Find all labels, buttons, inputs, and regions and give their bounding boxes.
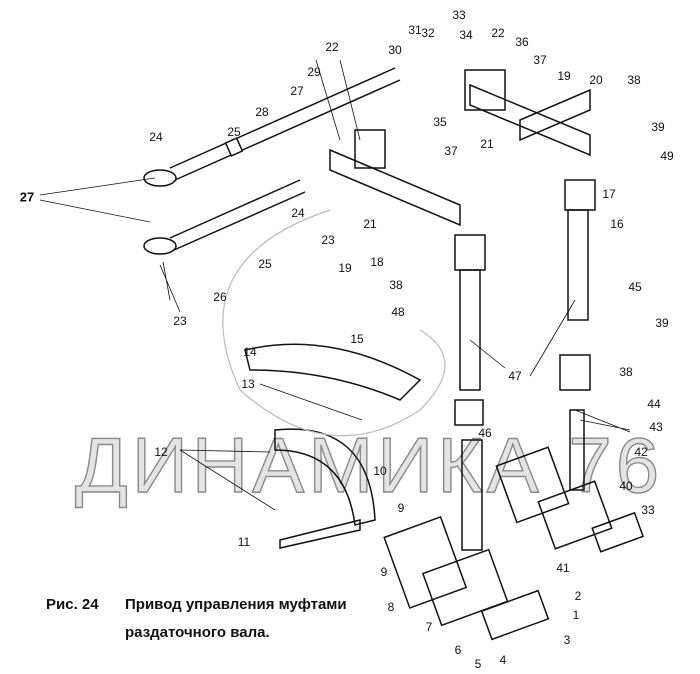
part-label: 38 bbox=[389, 278, 403, 292]
caption-line-2: раздаточного вала. bbox=[125, 624, 270, 641]
part-label: 19 bbox=[338, 261, 352, 275]
part-label: 39 bbox=[655, 316, 669, 330]
part-label: 15 bbox=[350, 332, 364, 346]
part-label: 22 bbox=[491, 26, 505, 40]
part-label: 34 bbox=[459, 28, 473, 42]
part-label: 39 bbox=[651, 120, 665, 134]
part-label: 1 bbox=[572, 608, 580, 622]
part-label: 21 bbox=[363, 217, 377, 231]
part-label: 27 bbox=[290, 84, 304, 98]
part-label: 48 bbox=[391, 305, 405, 319]
part-label: 13 bbox=[241, 377, 255, 391]
leader-lines bbox=[39, 59, 631, 511]
caption-line-1: Привод управления муфтами bbox=[125, 596, 347, 613]
part-label: 23 bbox=[321, 233, 335, 247]
part-label: 27 bbox=[19, 189, 35, 205]
part-label: 38 bbox=[627, 73, 641, 87]
part-label: 22 bbox=[325, 40, 339, 54]
forks bbox=[244, 343, 422, 549]
part-label: 33 bbox=[452, 8, 466, 22]
part-label: 8 bbox=[387, 600, 395, 614]
part-label: 45 bbox=[628, 280, 642, 294]
part-label: 46 bbox=[478, 426, 492, 440]
part-label: 20 bbox=[589, 73, 603, 87]
part-label: 40 bbox=[619, 479, 633, 493]
part-label: 29 bbox=[307, 65, 321, 79]
part-label: 18 bbox=[370, 255, 384, 269]
part-label: 23 bbox=[173, 314, 187, 328]
part-label: 16 bbox=[610, 217, 624, 231]
part-label: 30 bbox=[388, 43, 402, 57]
part-label: 9 bbox=[380, 565, 388, 579]
part-label: 43 bbox=[649, 420, 663, 434]
part-label: 24 bbox=[291, 206, 305, 220]
tie-rod-upper bbox=[143, 67, 401, 187]
part-label: 6 bbox=[454, 643, 462, 657]
part-label: 36 bbox=[515, 35, 529, 49]
part-label: 31 bbox=[408, 23, 422, 37]
caption-prefix: Рис. 24 bbox=[46, 596, 99, 613]
swoosh-watermark bbox=[222, 209, 446, 437]
part-label: 17 bbox=[602, 187, 616, 201]
part-label: 37 bbox=[444, 144, 458, 158]
part-label: 25 bbox=[258, 257, 272, 271]
part-label: 35 bbox=[433, 115, 447, 129]
part-label: 7 bbox=[425, 620, 433, 634]
part-label: 25 bbox=[227, 125, 241, 139]
levers bbox=[329, 69, 591, 227]
part-label: 49 bbox=[660, 149, 674, 163]
part-label: 26 bbox=[213, 290, 227, 304]
tie-rod-lower bbox=[143, 179, 306, 255]
part-label: 41 bbox=[556, 561, 570, 575]
part-label: 44 bbox=[647, 397, 661, 411]
part-label: 47 bbox=[508, 369, 522, 383]
part-label: 2 bbox=[574, 589, 582, 603]
part-label: 32 bbox=[421, 26, 435, 40]
part-label: 5 bbox=[474, 657, 482, 671]
part-label: 37 bbox=[533, 53, 547, 67]
part-label: 42 bbox=[634, 445, 648, 459]
part-label: 33 bbox=[641, 503, 655, 517]
housings bbox=[383, 354, 645, 641]
part-label: 12 bbox=[154, 445, 168, 459]
part-label: 11 bbox=[237, 535, 251, 549]
part-label: 38 bbox=[619, 365, 633, 379]
watermark: ДИНАМИКА 76 bbox=[74, 420, 664, 509]
part-label: 19 bbox=[557, 69, 571, 83]
part-label: 3 bbox=[563, 633, 571, 647]
shafts bbox=[454, 179, 596, 551]
part-label: 4 bbox=[499, 653, 507, 667]
part-label: 28 bbox=[255, 105, 269, 119]
part-label: 24 bbox=[149, 130, 163, 144]
part-label: 14 bbox=[243, 345, 257, 359]
part-label: 21 bbox=[480, 137, 494, 151]
part-label: 9 bbox=[397, 501, 405, 515]
part-label: 10 bbox=[373, 464, 387, 478]
